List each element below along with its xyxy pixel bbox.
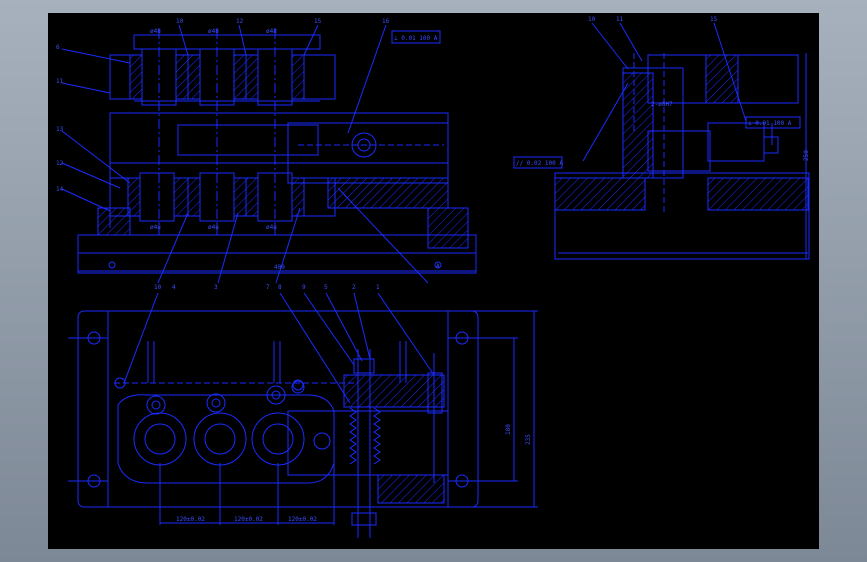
balloon-10a: 10 bbox=[176, 18, 184, 25]
balloon-6: 6 bbox=[56, 44, 60, 51]
bottom-balloon-7: 7 bbox=[266, 284, 270, 291]
bore-dim-2: ø48 bbox=[208, 28, 219, 35]
side-balloon-10: 10 bbox=[588, 16, 596, 23]
side-view bbox=[554, 22, 810, 260]
plan-spacing-dim-3: 120±0.02 bbox=[288, 516, 317, 523]
front-width-dim: 400 bbox=[274, 264, 285, 271]
balloon-15: 15 bbox=[314, 18, 322, 25]
plan-view-labels: 120±0.02 120±0.02 120±0.02 180 235 bbox=[176, 424, 532, 523]
balloon-12b: 12 bbox=[236, 18, 244, 25]
bore-dim-4: ø48 bbox=[150, 224, 161, 231]
plan-spacing-dim-2: 120±0.02 bbox=[234, 516, 263, 523]
balloon-11: 11 bbox=[56, 78, 64, 85]
bottom-balloon-1: 1 bbox=[376, 284, 380, 291]
balloon-13: 13 bbox=[56, 126, 64, 133]
bore-dim-5: ø48 bbox=[208, 224, 219, 231]
bottom-balloon-5: 5 bbox=[324, 284, 328, 291]
bottom-balloon-2: 2 bbox=[352, 284, 356, 291]
bottom-balloon-9: 9 bbox=[302, 284, 306, 291]
bore-dim-6: ø48 bbox=[266, 224, 277, 231]
balloon-14: 14 bbox=[56, 186, 64, 193]
side-tolerance-frame-1: ⊥ 0.01 100 A bbox=[748, 120, 792, 127]
cad-canvas[interactable]: 6 11 13 12 14 10 12 15 16 ø48 ø48 ø48 ø4… bbox=[48, 13, 819, 549]
bottom-balloon-3: 3 bbox=[214, 284, 218, 291]
bore-dim-1: ø48 bbox=[150, 28, 161, 35]
bottom-balloon-4: 4 bbox=[172, 284, 176, 291]
side-balloon-11: 11 bbox=[616, 16, 624, 23]
side-balloon-15: 15 bbox=[710, 16, 718, 23]
drawing-sheet: 6 11 13 12 14 10 12 15 16 ø48 ø48 ø48 ø4… bbox=[48, 13, 819, 549]
bore-dim-3: ø48 bbox=[266, 28, 277, 35]
front-view bbox=[61, 24, 477, 284]
plan-height-dim-inner: 180 bbox=[505, 424, 512, 435]
plan-view bbox=[68, 292, 538, 538]
side-tolerance-frame-2: // 0.02 100 A bbox=[516, 160, 563, 167]
plan-height-dim-outer: 235 bbox=[525, 434, 532, 445]
side-height-dim: 250 bbox=[803, 150, 810, 161]
side-hole-note: 2-ø8H7 bbox=[651, 101, 673, 108]
bottom-balloon-10: 10 bbox=[154, 284, 162, 291]
bottom-balloon-8: 8 bbox=[278, 284, 282, 291]
plan-spacing-dim-1: 120±0.02 bbox=[176, 516, 205, 523]
front-datum: A bbox=[436, 263, 440, 270]
balloon-12a: 12 bbox=[56, 160, 64, 167]
balloon-16: 16 bbox=[382, 18, 390, 25]
front-view-labels: 6 11 13 12 14 10 12 15 16 ø48 ø48 ø48 ø4… bbox=[56, 18, 441, 291]
front-tolerance-frame: ⊥ 0.01 100 A bbox=[394, 35, 438, 42]
side-view-labels: 10 11 15 ⊥ 0.01 100 A // 0.02 100 A 2-ø8… bbox=[513, 16, 810, 169]
